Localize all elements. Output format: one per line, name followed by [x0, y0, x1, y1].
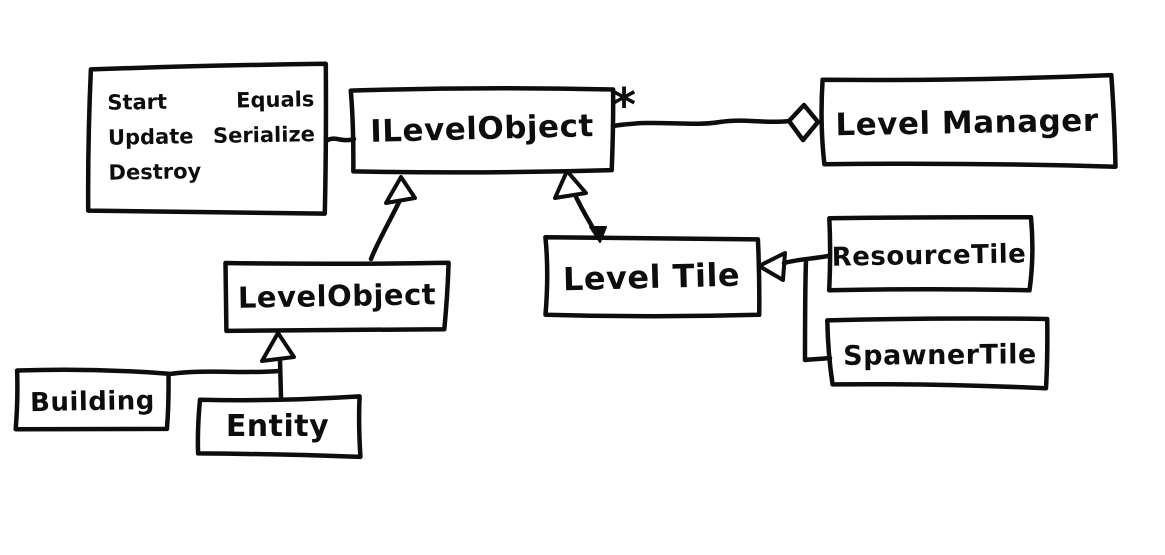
inheritance-triangle-tiles-icon — [757, 251, 787, 282]
class-label-ilevelobject: ILevelObject — [369, 108, 595, 150]
class-box-levelobject — [223, 260, 451, 334]
method-label-destroy: Destroy — [108, 158, 202, 185]
class-box-leveltile — [543, 234, 762, 319]
inheritance-stem-entity — [277, 357, 284, 400]
class-box-resourcetile — [826, 214, 1035, 293]
class-label-entity: Entity — [225, 409, 330, 444]
class-label-resourcetile: ResourceTile — [831, 239, 1027, 273]
note-connector-line — [323, 136, 357, 144]
method-label-equals: Equals — [235, 86, 315, 113]
aggregation-diamond-icon — [786, 102, 821, 143]
inheritance-triangle-leveltile-icon — [553, 169, 588, 200]
class-label-spawnertile: SpawnerTile — [843, 339, 1037, 372]
methods-note: Start Equals Update Serialize Destroy — [89, 65, 328, 214]
method-label-update: Update — [107, 123, 194, 150]
method-label-start: Start — [107, 89, 168, 115]
class-label-levelmanager: Level Manager — [835, 102, 1099, 143]
class-box-levelmanager — [819, 72, 1118, 169]
class-box-ilevelobject — [348, 86, 616, 175]
inheritance-line-levelobject — [368, 197, 403, 262]
multiplicity-star: * — [612, 78, 637, 132]
inheritance-triangle-entity-icon — [260, 331, 296, 363]
inheritance-triangle-levelobject-icon — [384, 175, 417, 205]
aggregation-line — [610, 118, 792, 129]
class-box-spawnertile — [825, 316, 1050, 391]
leveltile-arrowhead-icon — [589, 226, 607, 243]
tiles-connector-vertical — [802, 257, 833, 363]
methods-note-box — [85, 61, 329, 216]
class-label-building: Building — [29, 385, 156, 418]
class-label-leveltile: Level Tile — [562, 255, 741, 298]
building-connector-line — [167, 368, 282, 377]
class-box-entity — [195, 394, 363, 460]
class-box-building — [13, 367, 171, 432]
method-label-serialize: Serialize — [212, 121, 316, 148]
class-label-levelobject: LevelObject — [237, 277, 437, 315]
